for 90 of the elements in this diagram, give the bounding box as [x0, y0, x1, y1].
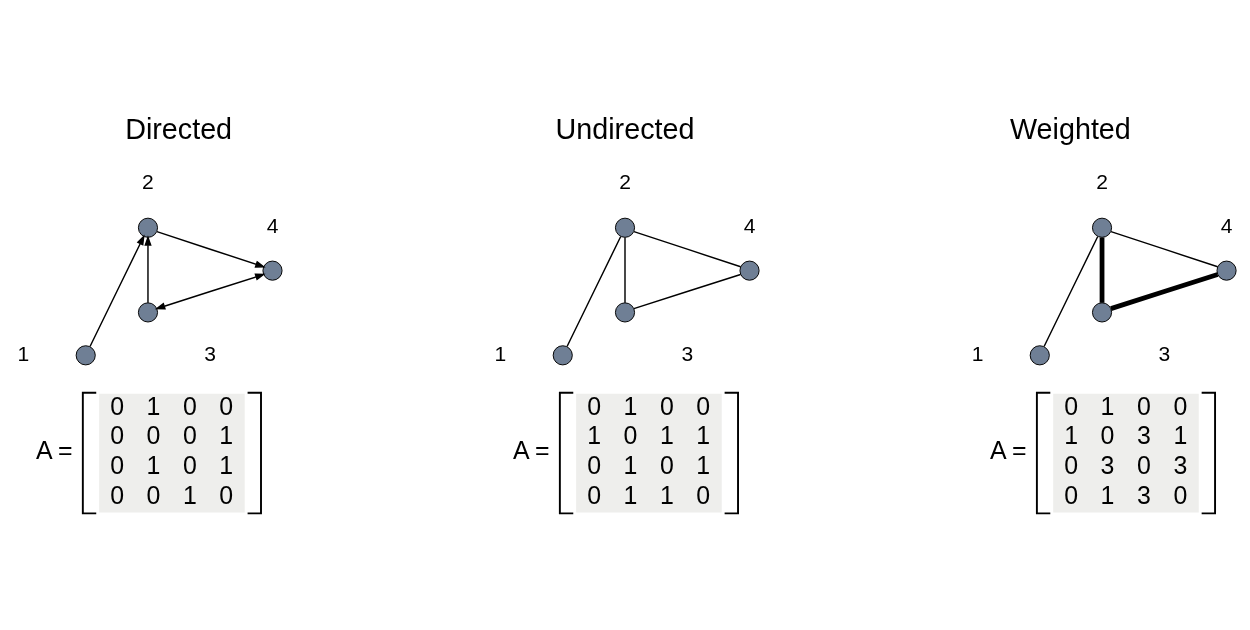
connector	[1110, 230, 1219, 268]
label: 1	[696, 421, 711, 450]
node-label: 4	[266, 214, 279, 238]
connector	[633, 273, 742, 310]
node-circle	[262, 260, 283, 281]
label: 0	[110, 480, 124, 509]
label: 0	[1064, 391, 1079, 420]
label: 1	[659, 421, 674, 450]
connector	[1110, 272, 1219, 311]
label: 1	[219, 450, 234, 479]
label: 1	[696, 450, 711, 479]
label: 1	[182, 480, 197, 509]
label: 3	[1136, 421, 1151, 450]
label: 3	[1173, 450, 1188, 479]
label: A =	[989, 436, 1027, 465]
label: A =	[35, 436, 73, 465]
node-label: 2	[142, 170, 154, 194]
label: 1	[1064, 421, 1079, 450]
label: 0	[1064, 450, 1079, 479]
label: Undirected	[555, 112, 695, 145]
label: 0	[587, 480, 602, 509]
label: 0	[110, 391, 124, 420]
node-circle	[552, 345, 573, 366]
node-label: 1	[494, 341, 507, 365]
node-label: 3	[204, 341, 217, 365]
connector	[1099, 237, 1105, 303]
label: 0	[1173, 391, 1188, 420]
node-label: 4	[1220, 214, 1233, 238]
label: 0	[146, 480, 161, 509]
label: 0	[1136, 391, 1151, 420]
label: 3	[1100, 450, 1115, 479]
node-circle	[1029, 345, 1050, 366]
node-circle	[1091, 302, 1113, 323]
label: 0	[696, 391, 711, 420]
label: 0	[146, 421, 161, 450]
connector	[566, 235, 622, 348]
label: 0	[110, 421, 124, 450]
label: 0	[623, 421, 638, 450]
label: 0	[587, 450, 602, 479]
node-circle	[739, 260, 760, 281]
label: 1	[659, 480, 674, 509]
label: 0	[182, 450, 197, 479]
label: 0	[587, 391, 602, 420]
arrow	[144, 235, 152, 304]
label: 0	[219, 480, 234, 509]
label: Directed	[125, 112, 233, 145]
label: 0	[696, 480, 711, 509]
label: 0	[1100, 421, 1115, 450]
connector	[624, 236, 626, 304]
label: 0	[1173, 480, 1188, 509]
label: A =	[512, 436, 550, 465]
node-circle	[75, 345, 96, 366]
label: 0	[1136, 450, 1151, 479]
label: 0	[182, 421, 197, 450]
label: 1	[1100, 391, 1115, 420]
connector	[633, 230, 742, 268]
label: 0	[110, 450, 124, 479]
node-label: 2	[1096, 170, 1108, 194]
label: 0	[659, 450, 674, 479]
label: 0	[219, 391, 234, 420]
node-label: 1	[17, 341, 30, 365]
node-circle	[137, 302, 159, 323]
label: 1	[623, 480, 638, 509]
arrow	[89, 234, 145, 348]
node-circle	[1216, 260, 1237, 281]
label: 1	[146, 391, 161, 420]
node-circle	[614, 302, 636, 323]
node-label: 1	[971, 341, 984, 365]
label: 0	[659, 391, 674, 420]
connector	[1043, 235, 1099, 348]
label: 0	[1064, 480, 1079, 509]
node-label: 4	[743, 214, 756, 238]
label: 1	[623, 450, 638, 479]
label: 0	[182, 391, 197, 420]
label: 1	[1100, 480, 1115, 509]
node-label: 3	[1158, 341, 1171, 365]
label: 1	[1173, 421, 1188, 450]
label: 3	[1136, 480, 1151, 509]
label: 1	[219, 421, 234, 450]
arrow	[156, 230, 266, 268]
label: Weighted	[1010, 112, 1131, 145]
node-circle	[614, 217, 636, 238]
node-circle	[137, 217, 159, 238]
node-label: 2	[619, 170, 631, 194]
label: 1	[587, 421, 602, 450]
node-circle	[1091, 217, 1113, 238]
label: 1	[623, 391, 638, 420]
arrow	[154, 273, 266, 310]
label: 1	[146, 450, 161, 479]
node-label: 3	[681, 341, 694, 365]
